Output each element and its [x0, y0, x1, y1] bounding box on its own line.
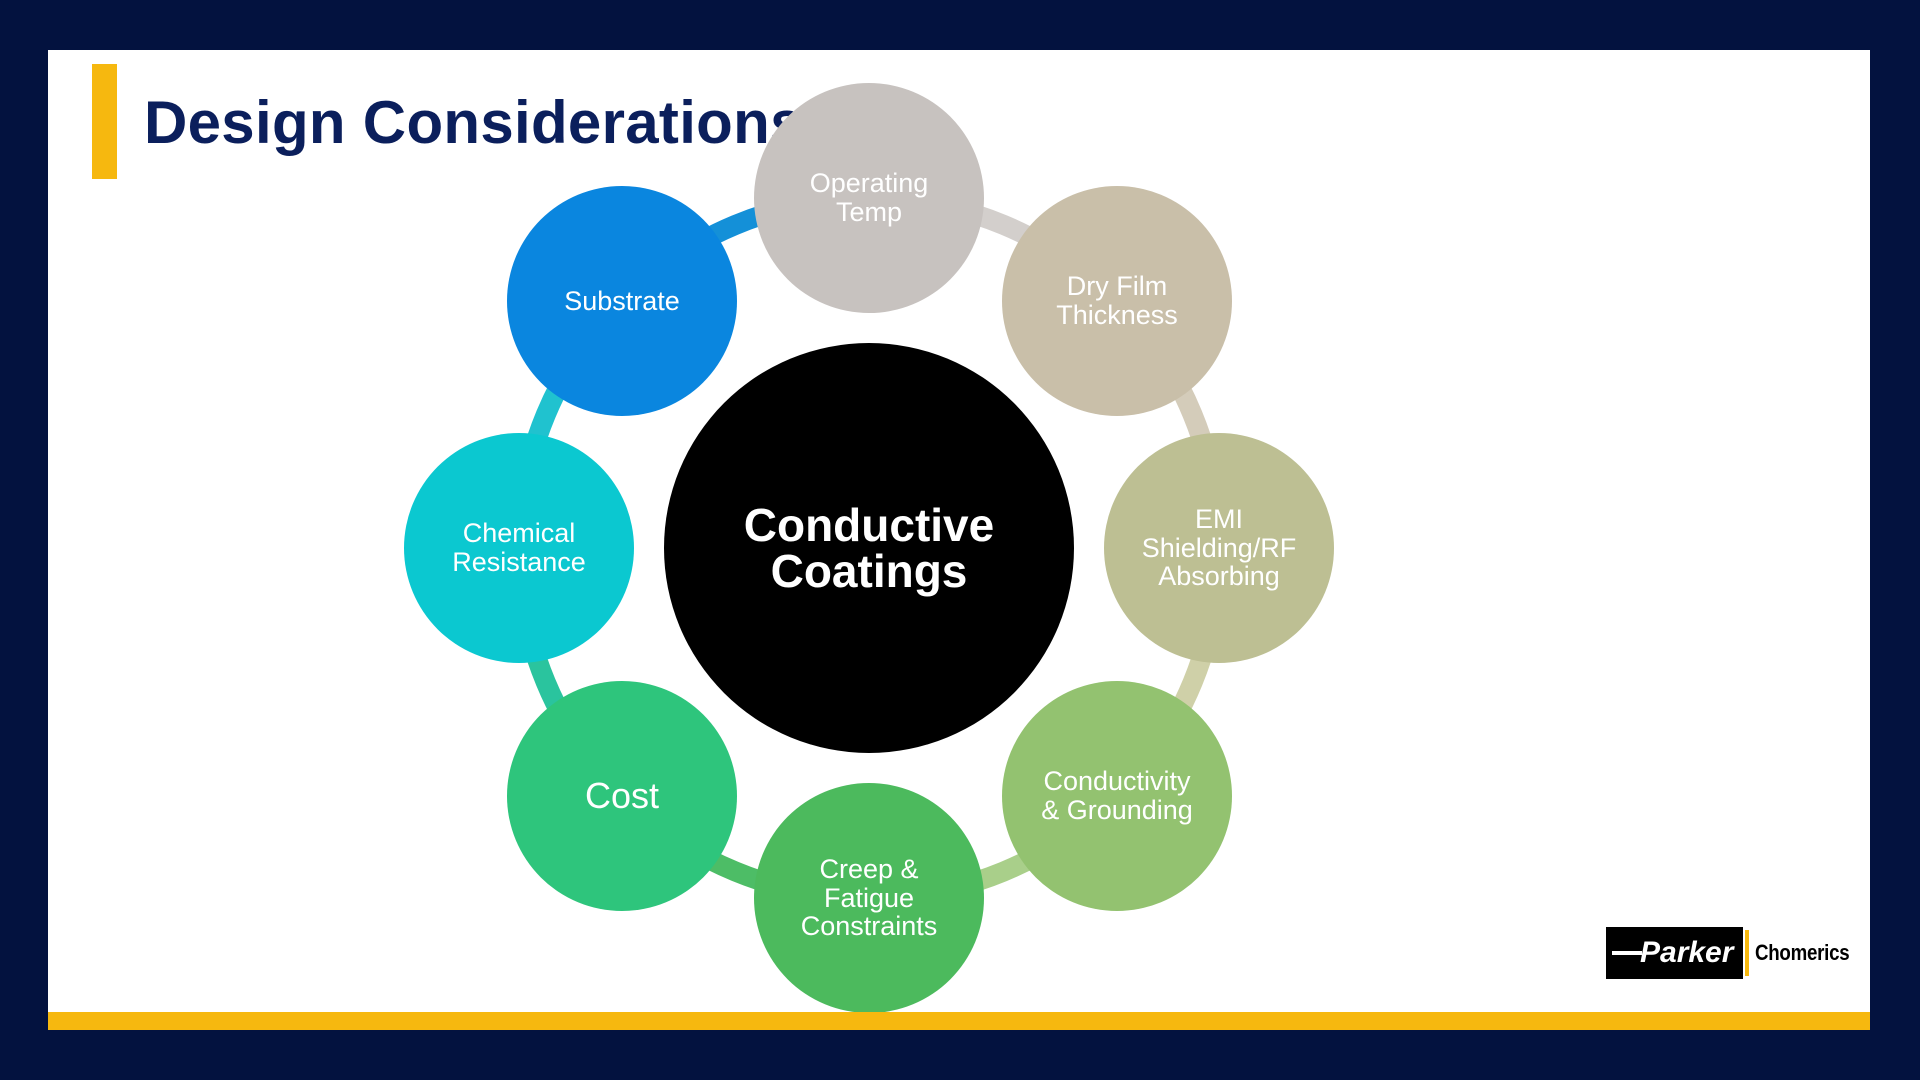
node-label: Operating Temp	[809, 168, 929, 227]
node-conductivity-grounding: Conductivity & Grounding	[1002, 681, 1232, 911]
cycle-diagram: Conductive Coatings Operating Temp Dry F…	[48, 50, 1870, 1030]
center-node: Conductive Coatings	[664, 343, 1074, 753]
node-operating-temp: Operating Temp	[754, 83, 984, 313]
node-label: EMI Shielding/RF Absorbing	[1141, 503, 1297, 592]
node-substrate: Substrate	[507, 186, 737, 416]
slide-title: Design Considerations	[144, 89, 804, 156]
node-label: Creep & Fatigue Constraints	[800, 853, 938, 942]
logo-brand-box: Parker	[1606, 927, 1744, 979]
node-cost: Cost	[507, 681, 737, 911]
logo-division: Chomerics	[1755, 940, 1850, 965]
logo-brand: Parker	[1640, 936, 1734, 969]
center-node-label: Conductive Coatings	[743, 499, 995, 597]
logo-divider	[1745, 930, 1750, 976]
node-dry-film-thickness: Dry Film Thickness	[1002, 186, 1232, 416]
node-label: Cost	[584, 774, 660, 816]
node-label: Dry Film Thickness	[1056, 271, 1178, 330]
parker-chomerics-logo: Parker Chomerics	[1606, 926, 1866, 980]
node-emi-shielding: EMI Shielding/RF Absorbing	[1104, 433, 1334, 663]
node-label: Chemical Resistance	[452, 518, 586, 577]
node-label: Substrate	[564, 285, 680, 316]
node-chemical-resistance: Chemical Resistance	[404, 433, 634, 663]
node-label: Conductivity & Grounding	[1041, 766, 1193, 825]
title-accent-bar	[92, 64, 117, 179]
bottom-accent-stripe	[48, 1012, 1870, 1030]
node-creep-fatigue: Creep & Fatigue Constraints	[754, 783, 984, 1013]
slide: Design Considerations Conductive Coating…	[48, 50, 1870, 1030]
